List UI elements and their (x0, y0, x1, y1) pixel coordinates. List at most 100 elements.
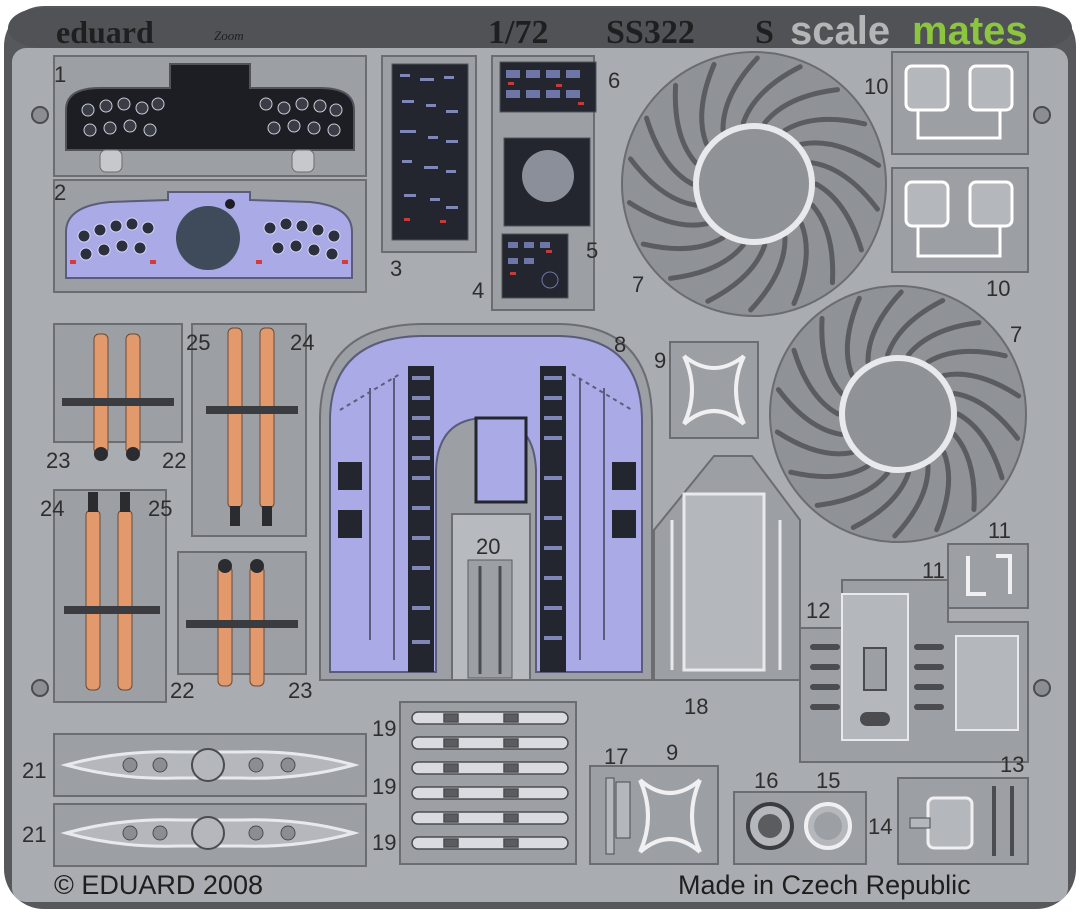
part-7-fan-disc-lower (769, 285, 1027, 543)
registration-holes (31, 106, 1051, 697)
label-3: 3 (390, 256, 402, 281)
fan-blade (672, 82, 699, 166)
fan-blade (748, 235, 788, 313)
part-2-lilac-panel (53, 179, 367, 293)
label-22a: 22 (162, 448, 186, 473)
fan-blade (809, 160, 880, 212)
fan-blade (640, 235, 726, 252)
header-bar (8, 8, 1072, 48)
fan-blade (740, 64, 803, 126)
part-8-cockpit-side-panel (319, 323, 653, 681)
strip-hole (503, 763, 519, 773)
label-14: 14 (868, 814, 892, 839)
label-5: 5 (586, 238, 598, 263)
strip-hole (443, 738, 459, 748)
fan-blade (951, 390, 1021, 441)
fan-blade (951, 432, 977, 512)
part-25-24-belts-top-middle (191, 323, 307, 537)
strip-hole (443, 813, 459, 823)
label-24b: 24 (40, 496, 64, 521)
fan-blade (813, 181, 864, 253)
fan-blade (892, 463, 931, 539)
brand-logo: eduard (56, 14, 154, 50)
fan-blade (791, 347, 841, 417)
fan-blade (885, 297, 946, 358)
part-23-22-belts-top-left (53, 323, 183, 461)
fan-blade (644, 115, 695, 187)
part-1-instrument-panel (53, 55, 367, 177)
part-11 (947, 543, 1029, 609)
copyright-text: © EDUARD 2008 (54, 870, 263, 900)
fan-blade (798, 140, 882, 168)
label-13: 13 (1000, 752, 1024, 777)
label-11a: 11 (988, 518, 1011, 543)
fan-blade (955, 411, 1005, 481)
part-20-rails (451, 513, 531, 681)
label-4: 4 (472, 278, 484, 303)
part-9-upper (669, 341, 759, 439)
label-17: 17 (604, 744, 628, 769)
fan-blade (941, 371, 1022, 399)
fan-blade (626, 200, 710, 228)
strip-hole (443, 838, 459, 848)
label-8: 8 (614, 332, 626, 357)
fan-blade (934, 450, 952, 533)
label-19b: 19 (372, 774, 396, 799)
set-code-suffix: S (755, 14, 774, 51)
part-7-fan-disc-upper (621, 51, 887, 317)
zoom-logo: Zoom (214, 28, 244, 43)
part-13 (897, 777, 1029, 865)
label-9a: 9 (654, 348, 666, 373)
part-18-seat (653, 455, 801, 681)
part-21-upper (53, 733, 367, 797)
fan-blade (782, 116, 868, 133)
part-12-floor-plate (799, 579, 1029, 763)
fan-blade (925, 348, 1008, 365)
label-7b: 7 (1010, 322, 1022, 347)
part-24-25-belts-bottom-left (53, 489, 167, 703)
part-10-harness-upper (891, 51, 1029, 155)
fan-blade (705, 242, 768, 304)
fan-blade (809, 202, 836, 286)
label-25b: 25 (148, 496, 172, 521)
label-19c: 19 (372, 830, 396, 855)
part-number-labels: 1 2 3 4 5 6 7 7 8 9 9 10 10 11 11 12 13 … (22, 62, 1024, 855)
label-6: 6 (608, 68, 620, 93)
label-21a: 21 (22, 758, 46, 783)
fan-blade (720, 55, 760, 133)
watermark-mates: mates (912, 9, 1028, 53)
fan-blade (775, 387, 845, 438)
label-12: 12 (806, 598, 830, 623)
label-7a: 7 (632, 272, 644, 297)
fan-blade (905, 320, 982, 358)
label-18: 18 (684, 694, 708, 719)
part-21-lower (53, 803, 367, 867)
label-21b: 21 (22, 822, 46, 847)
fan-blade (791, 221, 809, 306)
fan-blade (844, 295, 862, 378)
part-10-harness-lower (891, 167, 1029, 273)
fan-blade (628, 156, 699, 208)
strip (411, 786, 569, 800)
strip-hole (443, 763, 459, 773)
scale-label: 1/72 (488, 14, 548, 51)
strip (411, 736, 569, 750)
fan-blade (788, 463, 871, 480)
label-1: 1 (54, 62, 66, 87)
label-25a: 25 (186, 330, 210, 355)
watermark-scale: scale (790, 9, 890, 53)
label-22b: 22 (170, 678, 194, 703)
label-19a: 19 (372, 716, 396, 741)
label-15: 15 (816, 768, 840, 793)
set-code: SS322 (606, 14, 695, 51)
strip (411, 836, 569, 850)
label-11b: 11 (922, 558, 945, 583)
parts-4-5-6-panels (491, 55, 597, 311)
strip (411, 711, 569, 725)
origin-text: Made in Czech Republic (678, 870, 971, 900)
fan-blade (814, 470, 891, 508)
fan-blade (762, 87, 841, 126)
strip (411, 761, 569, 775)
strip-hole (503, 838, 519, 848)
strip-hole (503, 788, 519, 798)
